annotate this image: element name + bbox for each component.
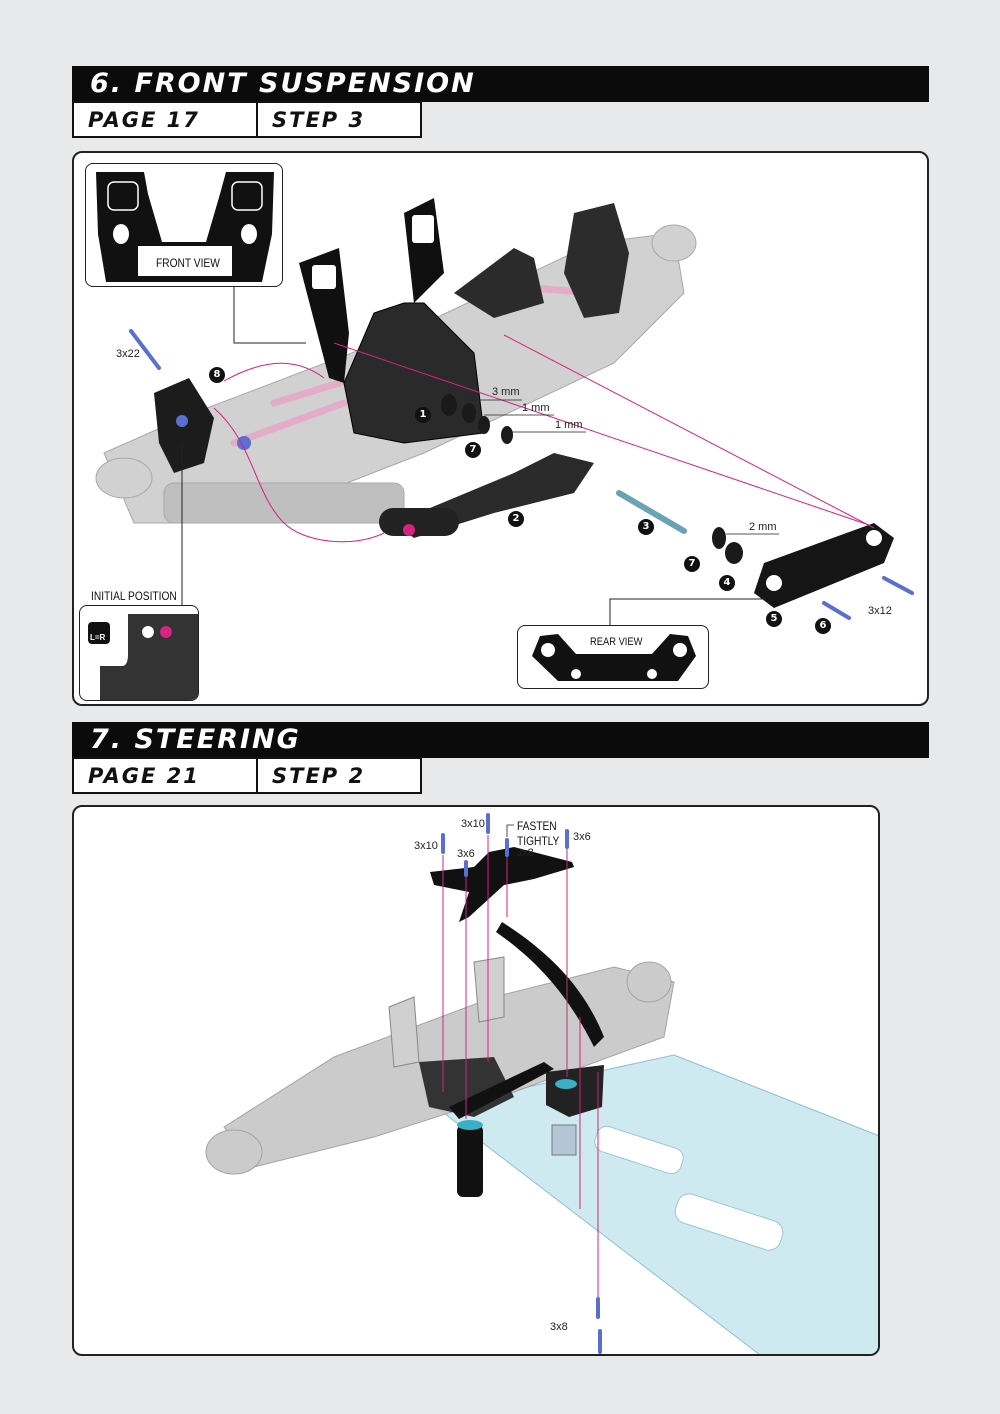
section-7-step: STEP 2 [258,757,422,794]
tightly-label: TIGHTLY [517,834,560,848]
step-badge-5: 5 [766,611,782,627]
front-view-label: FRONT VIEW [156,256,220,270]
screw-3x12-label: 3x12 [868,605,892,617]
initial-position-label: INITIAL POSITION [91,589,177,603]
step-badge-4: 4 [719,575,735,591]
rear-view-label: REAR VIEW [590,636,643,648]
front-view-callout: FRONT VIEW [85,163,283,287]
step-badge-8: 8 [209,367,225,383]
section-7-step-text: STEP 2 [272,763,366,788]
section-6-step-text: STEP 3 [272,107,366,132]
screw-3x10-b-label: 3x10 [461,818,485,830]
step-badge-6: 6 [815,618,831,634]
fasten-label: FASTEN [517,819,557,833]
screw-3x6-b-label: 3x6 [573,831,591,843]
section-6-title-text: 6. FRONT SUSPENSION [90,68,476,99]
shim-3mm-label: 3 mm [492,386,520,398]
rear-view-plate-drawing [532,634,696,681]
step-badge-7a: 7 [465,442,481,458]
initial-position-callout: L=R [79,605,199,701]
section-6-step: STEP 3 [258,101,422,138]
screw-3x8-b-label: 3x8 [550,1321,568,1333]
screw-3x10-a-label: 3x10 [414,840,438,852]
initial-position-drawing [88,614,198,700]
step-badge-1: 1 [415,407,431,423]
section-7-page: PAGE 21 [72,757,258,794]
section-7-subheader: PAGE 21 STEP 2 [72,757,422,794]
shim-2mm-label: 2 mm [749,521,777,533]
section-7-title-text: 7. STEERING [90,724,301,755]
front-view-plate-drawing [96,172,274,282]
step-badge-3: 3 [638,519,654,535]
rear-view-callout: REAR VIEW [517,625,709,689]
section-6-title: 6. FRONT SUSPENSION [72,66,929,102]
step-badge-7b: 7 [684,556,700,572]
front-suspension-illustration [95,198,914,629]
steering-illustration [205,813,878,1354]
step-badge-2: 2 [508,511,524,527]
section-6-diagram-panel: 3x22 3x12 3 mm 1 mm 1 mm 2 mm 1 2 3 4 5 … [72,151,929,706]
section-7-diagram-panel: 3x10 3x10 3x6 3x6 3x8 3x8 FASTEN TIGHTLY [72,805,880,1356]
section-7-title: 7. STEERING [72,722,929,758]
lr-label: L=R [90,633,106,642]
screw-3x8-a-label: 3x8 [516,847,534,859]
screw-3x6-a-label: 3x6 [457,848,475,860]
screw-3x22-label: 3x22 [116,348,140,360]
section-6-page: PAGE 17 [72,101,258,138]
section-6-subheader: PAGE 17 STEP 3 [72,101,422,138]
shim-1mm-a-label: 1 mm [522,402,550,414]
section-6-page-text: PAGE 17 [88,107,200,132]
shim-1mm-b-label: 1 mm [555,419,583,431]
section-7-page-text: PAGE 21 [88,763,200,788]
